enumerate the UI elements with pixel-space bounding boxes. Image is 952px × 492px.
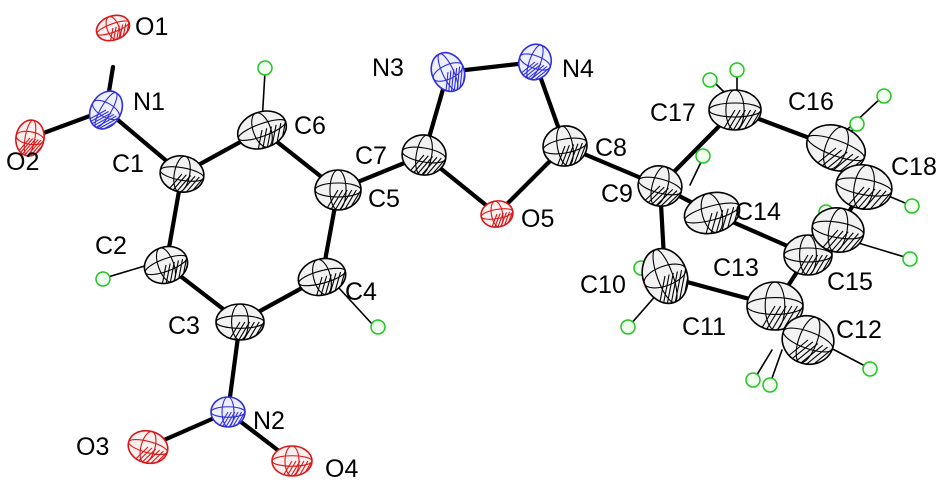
atom-O1: [95, 14, 134, 42]
hydrogen-atom-11: [695, 148, 711, 164]
label-O5: O5: [521, 205, 554, 233]
hydrogen-atom-10: [902, 251, 918, 267]
label-C5: C5: [368, 185, 400, 213]
hydrogen-atom-6: [876, 88, 892, 104]
label-C9: C9: [601, 180, 633, 208]
hydrogen-atom-14: [762, 377, 778, 393]
label-C18: C18: [891, 153, 937, 181]
label-O4: O4: [325, 455, 358, 483]
label-C15: C15: [827, 268, 873, 296]
label-C8: C8: [595, 134, 627, 162]
label-O2: O2: [6, 148, 39, 176]
atom-C5: [314, 169, 362, 211]
hydrogen-atom-8: [904, 198, 920, 214]
label-N2: N2: [253, 407, 285, 435]
atom-C2: [143, 245, 193, 286]
label-C10: C10: [580, 271, 626, 299]
label-C11: C11: [682, 313, 726, 341]
atom-N3: [430, 51, 471, 96]
label-O1: O1: [135, 13, 168, 41]
hydrogen-atom-5: [702, 72, 718, 88]
label-N1: N1: [133, 88, 165, 116]
hydrogen-atom-15: [745, 372, 761, 388]
label-C1: C1: [112, 150, 144, 178]
atom-C10: [641, 247, 696, 309]
label-N3: N3: [372, 54, 404, 82]
label-C4: C4: [345, 278, 377, 306]
label-C3: C3: [168, 312, 200, 340]
hydrogen-atom-3: [370, 319, 386, 335]
atom-labels: O1 O2 N1 C1 C2 C3 C4 C5 C6 C7 N3 N4 C8 O…: [6, 13, 937, 483]
atom-C12: [781, 314, 841, 372]
label-C13: C13: [713, 254, 759, 282]
hydrogen-atom-16: [862, 361, 878, 377]
atom-C3: [215, 303, 265, 341]
atom-C7: [401, 134, 450, 179]
atom-C6: [236, 110, 292, 151]
label-C14: C14: [735, 198, 781, 226]
hydrogen-atom-4: [729, 62, 745, 78]
hydrogen-atom-1: [257, 60, 273, 76]
atom-C1: [159, 155, 207, 196]
label-C17: C17: [650, 99, 696, 127]
label-C6: C6: [294, 112, 326, 140]
hydrogen-atom-2: [95, 271, 111, 287]
atom-C8: [542, 125, 591, 168]
atom-N2: [210, 396, 246, 428]
label-C2: C2: [95, 232, 127, 260]
hydrogen-atom-13: [620, 319, 636, 335]
label-N4: N4: [562, 55, 594, 83]
hydrogen-atom-7: [849, 116, 865, 132]
label-C7: C7: [355, 142, 387, 170]
label-C16: C16: [788, 88, 834, 116]
atom-C18: [835, 163, 896, 214]
label-C12: C12: [836, 316, 882, 344]
atom-O4: [271, 445, 313, 477]
label-O3: O3: [76, 433, 109, 461]
atoms: [15, 14, 896, 477]
